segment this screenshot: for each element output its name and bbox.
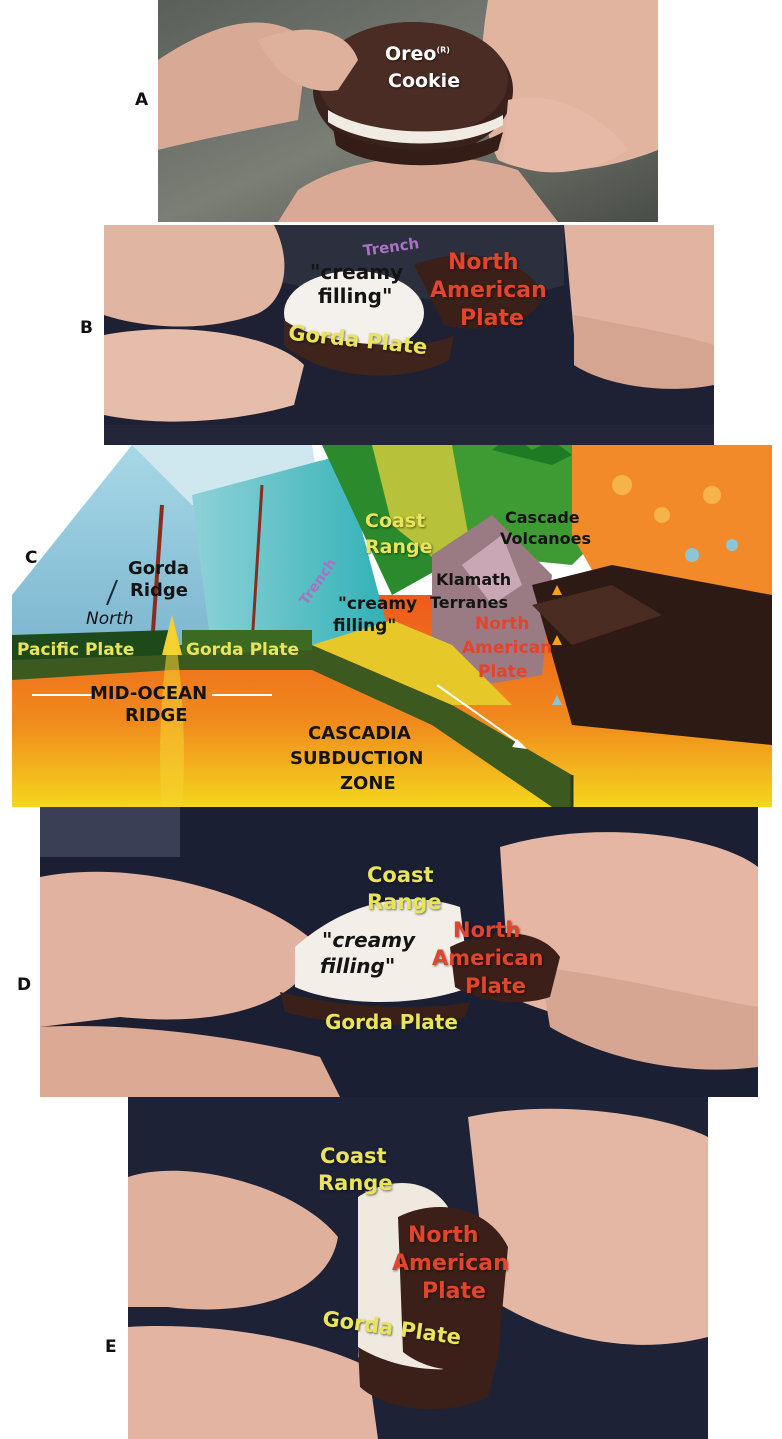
label-b-creamy: "creamy	[310, 262, 403, 282]
label-oreo: Oreo(R)	[385, 45, 450, 64]
label-c-ridge-caps: RIDGE	[125, 707, 188, 725]
photo-panel-a	[158, 0, 658, 222]
label-d-range: Range	[367, 892, 442, 913]
label-b-north: North	[448, 252, 519, 274]
photo-a-illustration	[158, 0, 658, 222]
label-c-mid-ocean: MID-OCEAN	[90, 685, 207, 703]
label-d-creamy: "creamy	[322, 930, 415, 950]
label-oreo-text: Oreo	[385, 43, 436, 65]
label-c-ridge: Ridge	[130, 582, 188, 600]
panel-label-a: A	[135, 90, 148, 110]
label-d-plate: Plate	[465, 976, 526, 997]
photo-d-illustration	[40, 807, 758, 1097]
label-c-klamath: Klamath	[436, 572, 511, 588]
label-c-pacific-plate: Pacific Plate	[17, 642, 134, 659]
label-c-cascade: Cascade	[505, 510, 580, 526]
label-c-terranes: Terranes	[430, 595, 508, 611]
label-c-zone: ZONE	[340, 775, 396, 793]
label-c-gorda-plate: Gorda Plate	[186, 642, 299, 659]
label-c-subduction: SUBDUCTION	[290, 750, 423, 768]
label-c-cascadia: CASCADIA	[308, 725, 411, 743]
label-e-american: American	[392, 1253, 509, 1275]
label-c-american: American	[462, 640, 552, 657]
label-c-gorda: Gorda	[128, 560, 189, 578]
label-d-north: North	[453, 920, 520, 941]
label-e-plate: Plate	[422, 1281, 486, 1303]
label-e-north: North	[408, 1225, 479, 1247]
label-e-range: Range	[318, 1173, 393, 1194]
label-e-coast: Coast	[320, 1146, 387, 1167]
photo-panel-d	[40, 807, 758, 1097]
label-c-north-arrow: North	[86, 611, 134, 628]
trademark-mark: (R)	[436, 46, 449, 55]
label-c-north: North	[475, 616, 530, 633]
panel-label-d: D	[17, 975, 31, 995]
label-d-coast: Coast	[367, 865, 434, 886]
label-d-gorda-plate: Gorda Plate	[325, 1012, 458, 1032]
label-d-filling: filling"	[320, 956, 395, 976]
label-c-filling: filling"	[333, 618, 396, 635]
panel-label-e: E	[105, 1337, 117, 1357]
label-b-filling: filling"	[318, 286, 392, 306]
label-c-creamy: "creamy	[338, 596, 417, 613]
label-b-plate: Plate	[460, 308, 524, 330]
label-c-plate: Plate	[478, 664, 527, 681]
label-b-american: American	[430, 280, 547, 302]
label-d-american: American	[432, 948, 544, 969]
label-cookie: Cookie	[388, 72, 460, 91]
label-c-range: Range	[365, 538, 432, 557]
panel-label-b: B	[80, 318, 93, 338]
label-c-volcanoes: Volcanoes	[500, 531, 591, 547]
label-c-coast: Coast	[365, 512, 425, 531]
